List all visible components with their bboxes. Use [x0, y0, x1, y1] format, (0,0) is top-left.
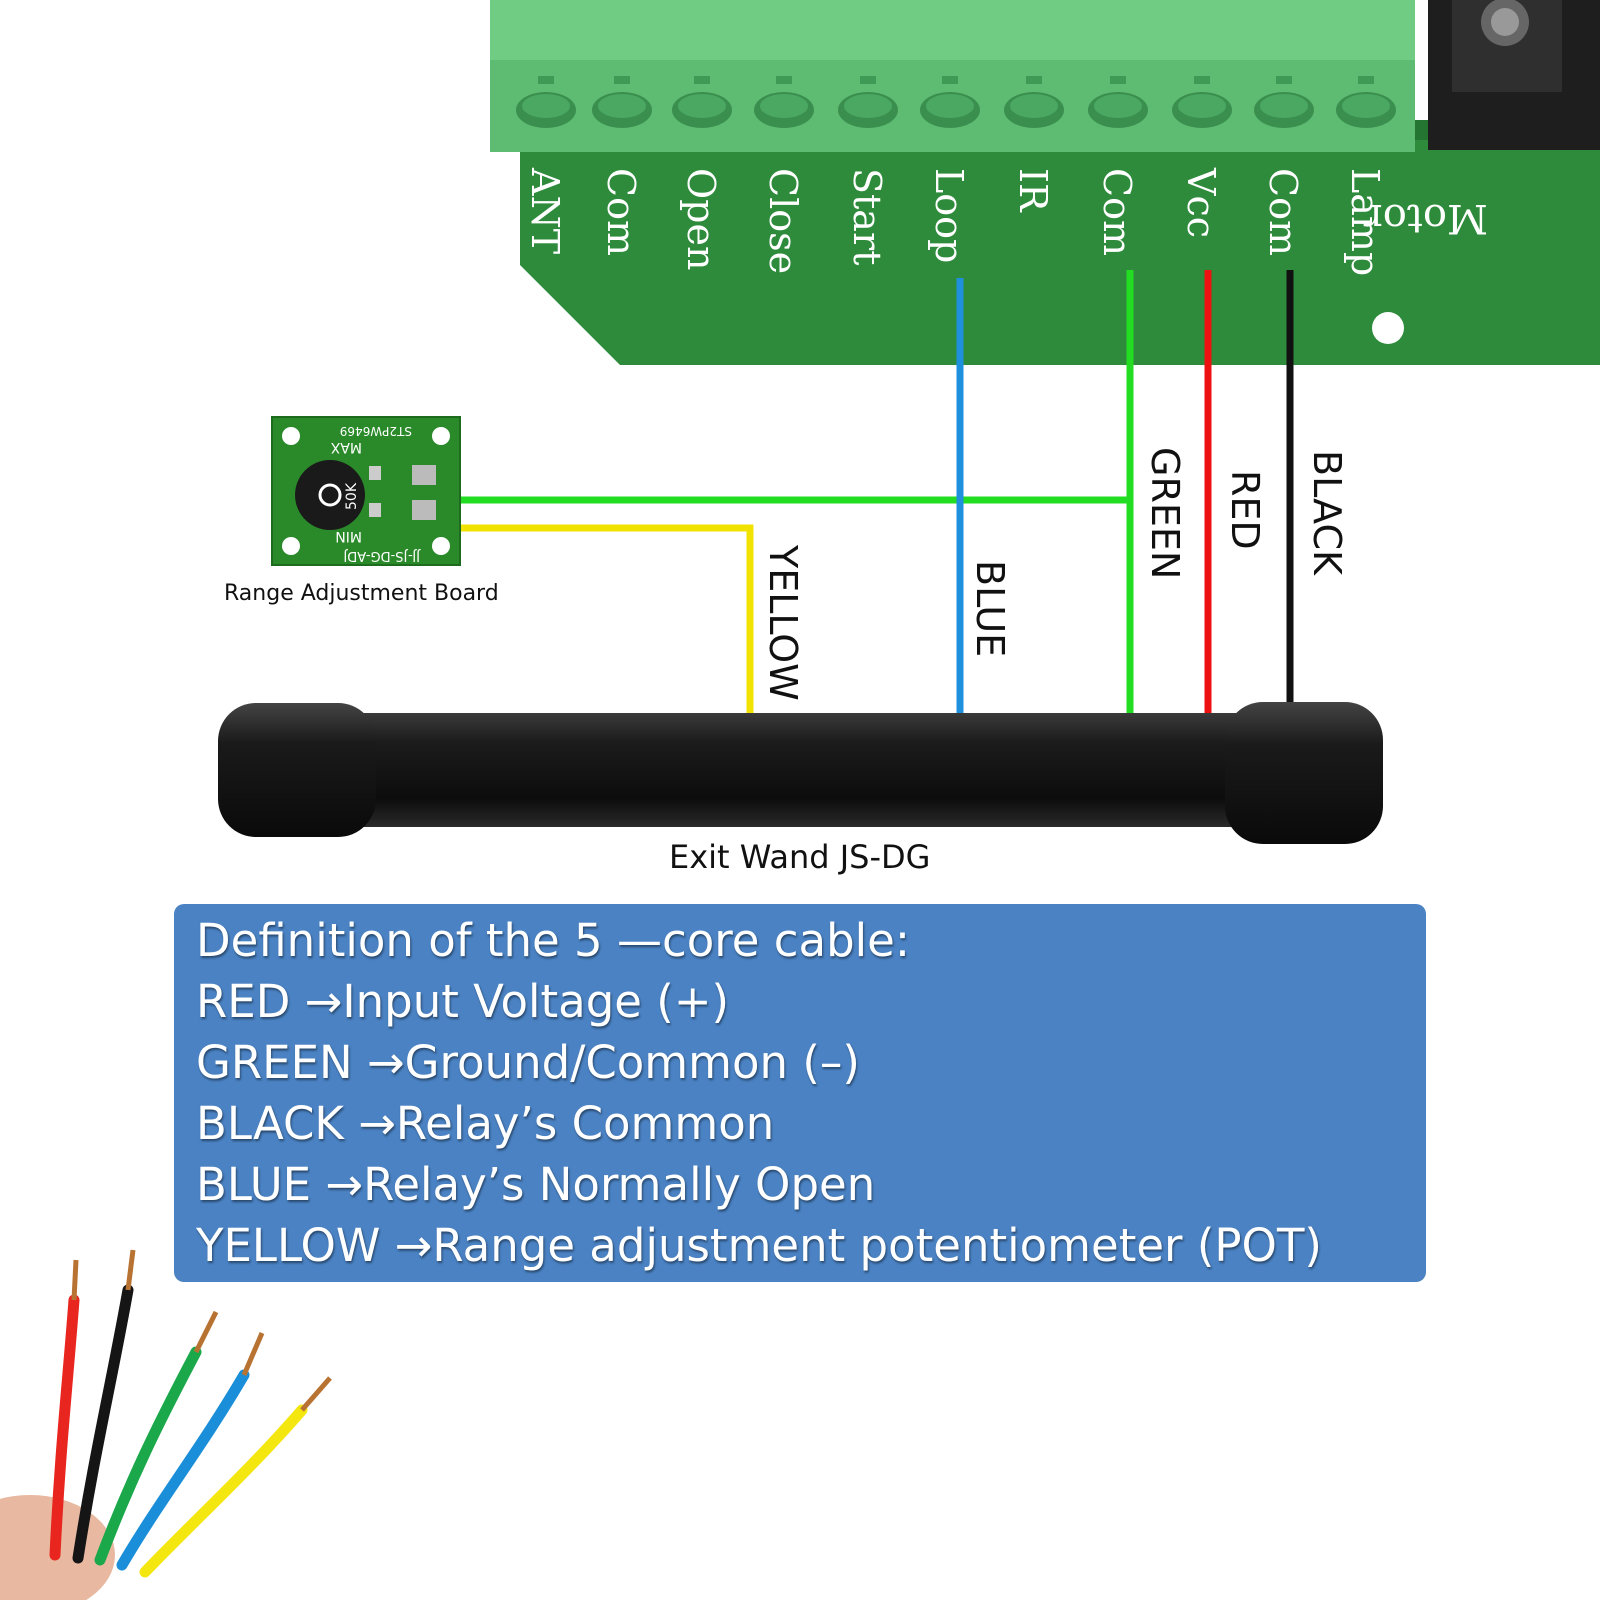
blue-wire-label: BLUE [968, 560, 1012, 657]
motor-label: Motor [1363, 195, 1488, 241]
terminal-label-open: Open [679, 168, 723, 270]
terminal-label-vcc: Vcc [1179, 167, 1223, 238]
yellow-wire [440, 524, 754, 715]
mounting-hole [1372, 312, 1404, 344]
red-strand [49, 1294, 80, 1561]
pot-value-label: 50K [344, 482, 360, 510]
cable-definition-box: Definition of the 5 —core cable: RED →In… [174, 904, 1426, 1282]
terminal-label-com: Com [1095, 168, 1139, 256]
yellow-strand [139, 1404, 308, 1578]
definition-title: Definition of the 5 —core cable: [196, 914, 910, 967]
terminal-screw-icon [920, 76, 980, 128]
definition-line-black: BLACK →Relay’s Common [196, 1097, 775, 1150]
terminal-screw-icon [1004, 76, 1064, 128]
definition-line-yellow: YELLOW →Range adjustment potentiometer (… [196, 1219, 1322, 1272]
definition-line-red: RED →Input Voltage (+) [196, 975, 730, 1028]
terminal-label-loop: Loop [927, 168, 971, 263]
terminal-screw-icon [1336, 76, 1396, 128]
board-code-bottom: JJ-JS-DG-ADJ [343, 548, 421, 563]
wand-right-cap [1225, 702, 1383, 844]
terminal-label-start: Start [845, 168, 889, 265]
terminal-screw-icon [1172, 76, 1232, 128]
terminal-label-lamp: Lamp [1343, 168, 1387, 276]
terminal-screw-icon [754, 76, 814, 128]
relay-component [1428, 0, 1600, 150]
terminal-screw-icon [516, 76, 576, 128]
red-wire-label: RED [1223, 470, 1267, 550]
terminal-label-com: Com [599, 168, 643, 256]
yellow-wire-label: YELLOW [761, 544, 805, 701]
terminal-label-com: Com [1261, 168, 1305, 256]
black-wire-label: BLACK [1305, 450, 1349, 576]
terminal-label-ant: ANT [523, 167, 567, 254]
terminal-screw-icon [1088, 76, 1148, 128]
terminal-label-close: Close [761, 168, 805, 274]
terminal-screw-icon [592, 76, 652, 128]
green-strand [94, 1346, 202, 1566]
range-adjustment-board: ST2PW6469 MAX 50K MIN JJ-JS-DG-ADJ [271, 416, 461, 566]
min-label: MIN [335, 528, 362, 544]
definition-line-green: GREEN →Ground/Common (–) [196, 1036, 860, 1089]
terminal-label-ir: IR [1011, 168, 1055, 213]
board-code-top: ST2PW6469 [340, 424, 412, 438]
wand-left-cap [218, 703, 376, 837]
blue-strand [116, 1369, 250, 1571]
wires [440, 270, 1294, 715]
wire-labels: YELLOW BLUE GREEN RED BLACK [761, 447, 1349, 701]
exit-wand-label: Exit Wand JS-DG [669, 838, 930, 876]
terminal-screw-icon [838, 76, 898, 128]
max-label: MAX [330, 439, 362, 455]
terminal-screw-icon [1254, 76, 1314, 128]
cable-illustration [0, 1249, 332, 1600]
green-wire-label: GREEN [1143, 447, 1187, 579]
terminal-screw-icon [672, 76, 732, 128]
black-strand [72, 1284, 134, 1564]
exit-wand [218, 702, 1383, 844]
potentiometer-icon [295, 460, 365, 530]
definition-line-blue: BLUE →Relay’s Normally Open [196, 1158, 876, 1211]
range-adjustment-board-label: Range Adjustment Board [224, 581, 499, 606]
